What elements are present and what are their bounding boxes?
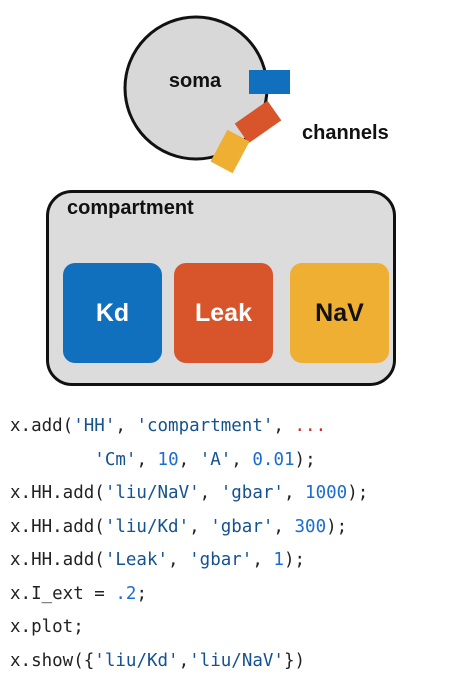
code-token: ,: [189, 516, 211, 537]
channel-leak-marker: [234, 100, 282, 144]
code-token: 'Cm': [94, 449, 137, 470]
code-token: x.HH.add(: [10, 483, 105, 503]
code-token: 300: [294, 516, 327, 537]
code-token: ,: [136, 449, 158, 470]
code-token: }): [283, 650, 306, 671]
leak-channel-block: Leak: [174, 263, 273, 363]
code-token: ;: [136, 583, 147, 604]
code-line: x.show({'liu/Kd','liu/NaV'}): [10, 645, 368, 679]
code-token: 'HH': [73, 416, 116, 436]
code-token: ,: [231, 449, 253, 470]
code-token: ,: [199, 483, 221, 503]
code-token: 1000: [305, 483, 348, 503]
code-block: x.add('HH', 'compartment', ... 'Cm', 10,…: [10, 410, 368, 678]
code-token: x.plot;: [10, 617, 84, 637]
nav-channel-block: NaV: [290, 263, 389, 363]
neuron-diagram: soma channels compartment Kd Leak NaV: [46, 15, 396, 386]
channels-label: channels: [302, 122, 389, 144]
soma-drawing: [123, 15, 290, 174]
code-token: ,: [252, 550, 274, 570]
code-token: );: [294, 449, 316, 470]
channel-kd-marker: [249, 70, 290, 94]
code-token: 'A': [199, 449, 232, 470]
compartment-label: compartment: [67, 197, 194, 219]
code-token: .2: [115, 583, 137, 604]
code-token: 'liu/NaV': [104, 483, 200, 503]
code-token: ,: [115, 416, 137, 436]
code-token: 'gbar': [210, 516, 274, 537]
code-token: 'liu/NaV': [189, 650, 284, 671]
soma-label: soma: [168, 70, 222, 92]
code-token: ,: [273, 416, 295, 436]
code-token: ,: [178, 449, 200, 470]
code-token: 1: [273, 550, 284, 570]
code-token: ,: [168, 550, 190, 570]
code-line: x.plot;: [10, 611, 368, 645]
code-line: x.HH.add('liu/Kd', 'gbar', 300);: [10, 511, 368, 545]
code-token: );: [283, 550, 306, 570]
code-token: );: [326, 516, 348, 537]
code-token: x.add(: [10, 416, 74, 436]
code-token: 'compartment': [136, 416, 274, 436]
code-token: 'liu/Kd': [104, 516, 190, 537]
code-token: 'gbar': [220, 483, 284, 503]
code-token: ...: [294, 416, 327, 436]
code-token: x.I_ext =: [10, 583, 116, 604]
code-line: x.I_ext = .2;: [10, 578, 368, 612]
channel-nav-marker: [210, 129, 250, 174]
code-token: 'Leak': [104, 550, 169, 570]
kd-channel-block: Kd: [63, 263, 162, 363]
code-token: x.show({: [10, 650, 95, 671]
code-token: x.HH.add(: [10, 550, 105, 570]
code-token: 'liu/Kd': [94, 650, 179, 671]
code-token: 10: [157, 449, 179, 470]
code-token: x.HH.add(: [10, 516, 105, 537]
code-token: ,: [273, 516, 295, 537]
code-line: 'Cm', 10, 'A', 0.01);: [10, 444, 368, 478]
code-line: x.HH.add('liu/NaV', 'gbar', 1000);: [10, 477, 368, 511]
code-line: x.add('HH', 'compartment', ...: [10, 410, 368, 444]
code-token: [10, 450, 94, 470]
code-token: ,: [178, 650, 190, 671]
code-token: );: [347, 483, 369, 503]
code-token: ,: [283, 483, 306, 503]
code-token: 0.01: [252, 449, 295, 470]
code-line: x.HH.add('Leak', 'gbar', 1);: [10, 544, 368, 578]
code-token: 'gbar': [189, 550, 253, 570]
